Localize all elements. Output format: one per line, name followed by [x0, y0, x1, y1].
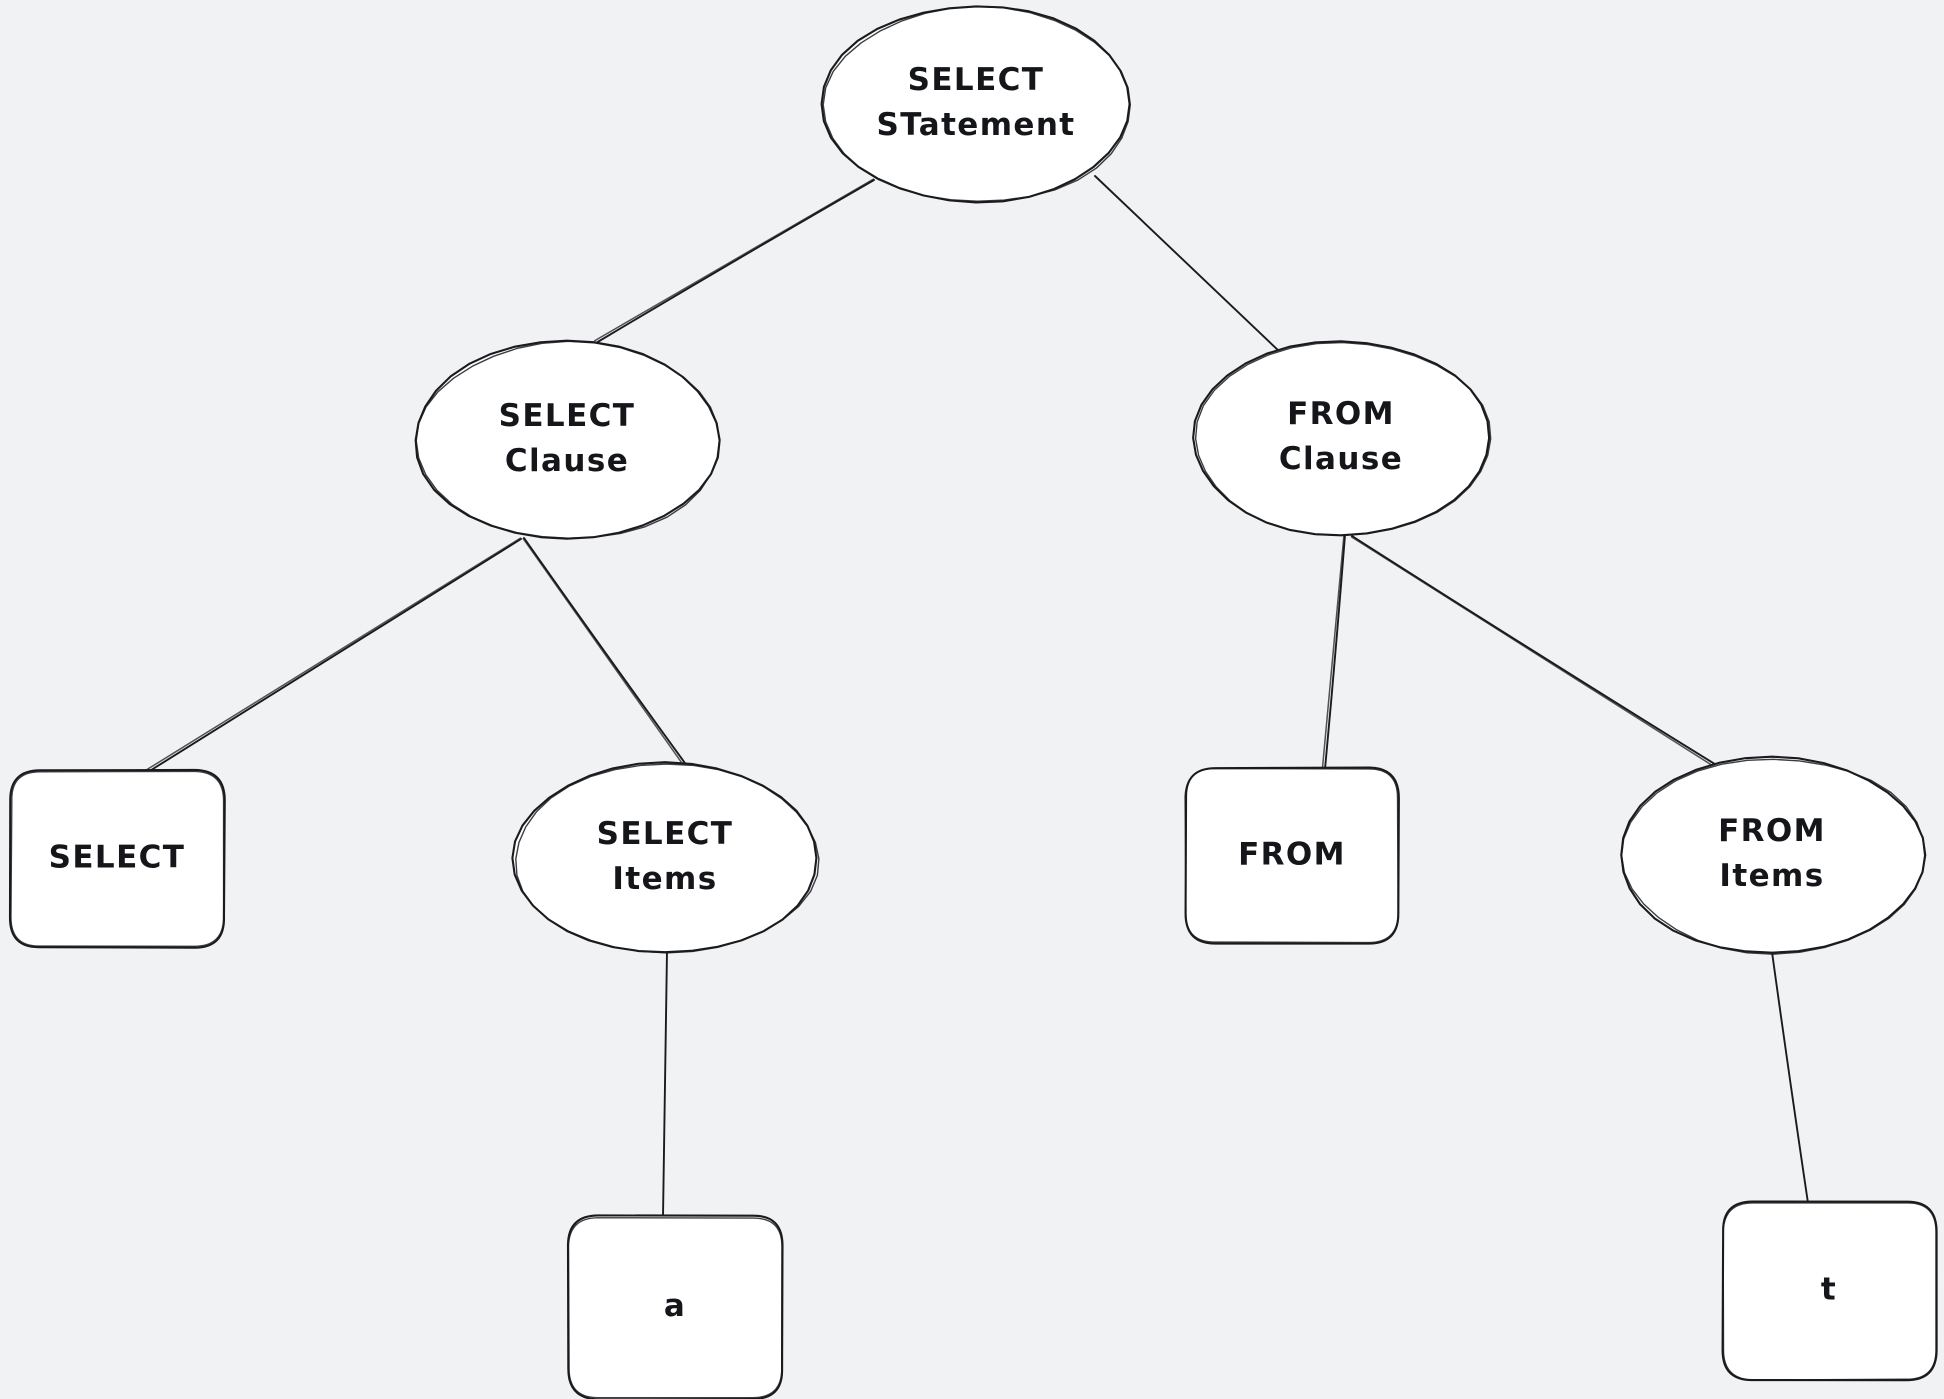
node-select-statement[interactable]: SELECT STatement: [820, 5, 1131, 204]
node-rect-ghost: [1184, 767, 1399, 944]
edge-stroke-ghost: [1350, 536, 1718, 769]
edge-stroke-ghost: [1321, 534, 1345, 770]
node-select-terminal[interactable]: SELECT: [8, 768, 226, 949]
edge-from-clause-items: [1350, 535, 1719, 769]
edge-stroke: [1094, 175, 1281, 353]
node-from-clause[interactable]: FROM Clause: [1192, 340, 1492, 537]
node-ellipse-ghost: [415, 340, 721, 539]
node-rect-ghost: [10, 770, 225, 947]
node-column-a[interactable]: a: [566, 1214, 784, 1399]
node-label-line1: FROM: [1238, 837, 1346, 873]
edge-stroke: [1351, 535, 1719, 767]
edge-from-items-t: [1771, 951, 1809, 1204]
node-label-line1: SELECT: [49, 840, 186, 876]
node-ellipse-ghost: [1194, 341, 1492, 537]
node-label-line2: Clause: [1279, 441, 1403, 477]
node-ellipse-ghost: [515, 763, 820, 954]
edge-stroke-ghost: [145, 537, 522, 771]
node-from-items[interactable]: FROM Items: [1620, 755, 1927, 955]
node-label-line2: Clause: [505, 443, 629, 479]
edge-select-clause-items: [522, 537, 691, 773]
edge-stroke-ghost: [593, 178, 875, 342]
node-table-t[interactable]: t: [1721, 1200, 1938, 1382]
edge-stroke: [523, 537, 691, 771]
edge-stroke-ghost: [522, 537, 689, 773]
node-label-line1: SELECT: [597, 816, 734, 852]
node-rect: [566, 1214, 784, 1399]
node-label-line2: STatement: [876, 107, 1075, 143]
edge-stroke: [1324, 534, 1346, 770]
node-select-items[interactable]: SELECT Items: [511, 761, 820, 954]
edge-stroke: [662, 950, 668, 1218]
node-rect: [8, 768, 226, 949]
node-rect-ghost: [567, 1217, 783, 1399]
node-select-clause[interactable]: SELECT Clause: [414, 339, 721, 540]
node-label-line2: Items: [612, 861, 717, 897]
edge-stroke: [147, 538, 522, 773]
edge-stmt-select-clause: [593, 178, 875, 344]
node-label-line1: SELECT: [908, 62, 1045, 98]
edge-stroke: [1771, 951, 1809, 1204]
node-ellipse-ghost: [1620, 758, 1926, 955]
node-label-line1: t: [1821, 1272, 1837, 1308]
node-label-line1: SELECT: [499, 398, 636, 434]
node-from-terminal[interactable]: FROM: [1184, 766, 1400, 945]
edge-stmt-from-clause: [1094, 175, 1281, 353]
node-label-line1: FROM: [1287, 396, 1395, 432]
node-ellipse-ghost: [822, 5, 1131, 202]
edge-from-clause-from: [1321, 534, 1346, 770]
edge-select-clause-select: [145, 537, 522, 773]
edges-layer: [145, 175, 1809, 1218]
node-label-line1: FROM: [1718, 813, 1826, 849]
node-label-line2: Items: [1719, 858, 1824, 894]
node-rect-ghost: [1722, 1202, 1937, 1381]
node-ellipse: [820, 5, 1131, 204]
node-label-line1: a: [664, 1288, 686, 1324]
nodes-layer: SELECTSTatementSELECTClauseFROMClauseSEL…: [8, 5, 1938, 1399]
edge-stroke: [595, 179, 875, 344]
edge-select-items-a: [662, 950, 668, 1218]
